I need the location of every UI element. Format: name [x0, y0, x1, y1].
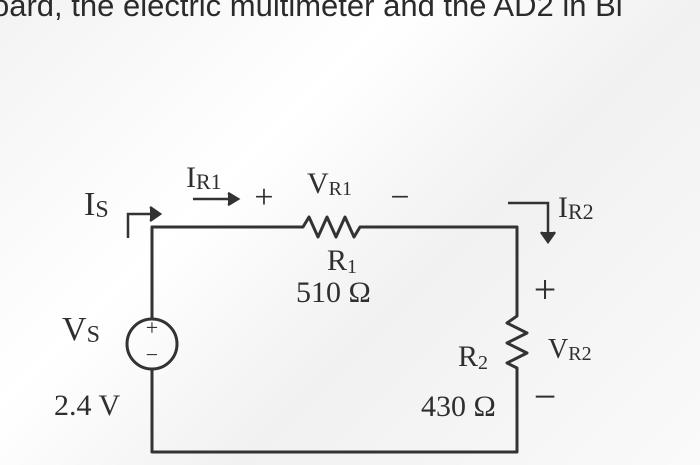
voltage-source-symbol [125, 317, 179, 371]
r2-label: R2 [458, 340, 488, 374]
r2-voltage-plus: + [534, 267, 557, 312]
resistor-r2-symbol [505, 308, 529, 374]
r1-current-label: IR1 [186, 161, 222, 194]
r1-value: 510 Ω [296, 276, 371, 309]
source-value: 2.4 V [54, 389, 120, 422]
r2-current-label: IR2 [558, 191, 594, 224]
r1-voltage-plus: + [254, 179, 273, 216]
source-current-arrow-icon [126, 205, 163, 238]
source-minus-sign: − [146, 342, 158, 367]
source-current-label: IS [84, 186, 109, 223]
source-label: VS [62, 311, 100, 348]
r2-voltage-minus: − [534, 374, 557, 419]
r2-current-arrow-icon [508, 201, 557, 245]
r2-value: 430 Ω [421, 390, 496, 423]
top-wire-right [370, 225, 519, 312]
bottom-wire [150, 368, 519, 454]
r1-current-arrow-icon [193, 191, 241, 207]
source-plus-sign: + [146, 315, 158, 340]
r1-voltage-label: VR1 [307, 167, 352, 200]
header-text: oard, the electric multimeter and the AD… [0, 0, 623, 23]
r1-voltage-minus: − [390, 179, 409, 216]
resistor-r1-symbol [296, 215, 374, 239]
r2-voltage-label: VR2 [548, 334, 592, 365]
r1-label: R1 [327, 244, 357, 278]
